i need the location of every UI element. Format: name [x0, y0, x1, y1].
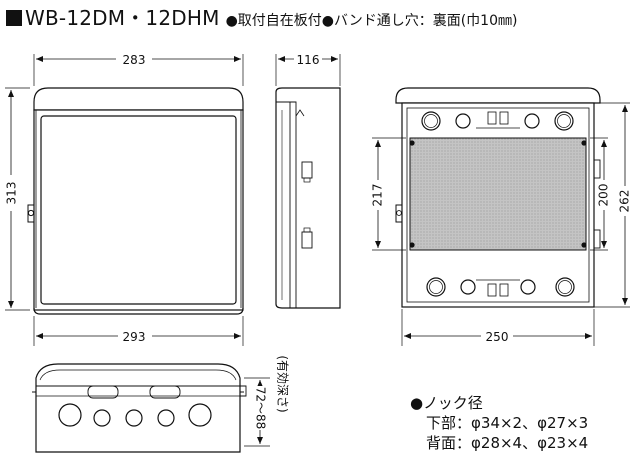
mounting-plate: [409, 137, 587, 251]
square-bullet-icon: [6, 10, 22, 26]
dim-front-top-width: 283: [123, 53, 146, 67]
dim-back-inner-height: 200: [597, 184, 611, 207]
bottom-knockout-large-left: [58, 403, 82, 427]
knockout-bottom: 下部：φ34×2、φ27×3: [426, 414, 589, 432]
side-view: [275, 54, 341, 309]
dim-back-plate-height: 217: [371, 184, 385, 207]
model-name: WB-12DM・12DHM: [25, 6, 220, 30]
dim-front-bottom-width: 293: [123, 330, 146, 344]
title-block: WB-12DM・12DHM ●取付自在板付●バンド通し穴：裏面(巾10㎜): [6, 2, 517, 32]
knockout-heading: ●ノック径: [410, 394, 483, 412]
front-view: [5, 54, 244, 346]
front-view-hinge-hole: [27, 209, 35, 217]
dim-side-depth: 116: [297, 53, 320, 67]
dim-back-width: 250: [486, 330, 509, 344]
back-view-lid: [395, 87, 601, 104]
front-view-lid-top: [33, 87, 244, 111]
dim-effective-depth: 72～88: [254, 387, 268, 430]
front-view-panel: [40, 115, 237, 305]
back-view: [372, 87, 630, 346]
bottom-view-outline: [35, 363, 241, 453]
back-bottom-knockout-large: [426, 277, 446, 297]
knockout-notes: ●ノック径 下部：φ34×2、φ27×3 背面：φ28×4、φ23×4: [410, 393, 588, 453]
front-view-body: [33, 109, 244, 311]
feature-notes: ●取付自在板付●バンド通し穴：裏面(巾10㎜): [225, 13, 518, 29]
dim-back-outer-height: 262: [618, 190, 632, 213]
dim-front-height: 313: [5, 182, 19, 205]
dim-effective-depth-note: (有効深さ): [276, 355, 291, 412]
knockout-back: 背面：φ28×4、φ23×4: [426, 434, 589, 452]
bottom-view: [32, 363, 270, 453]
back-top-knockout-large: [421, 111, 441, 131]
bottom-knockout-large-right: [188, 403, 212, 427]
